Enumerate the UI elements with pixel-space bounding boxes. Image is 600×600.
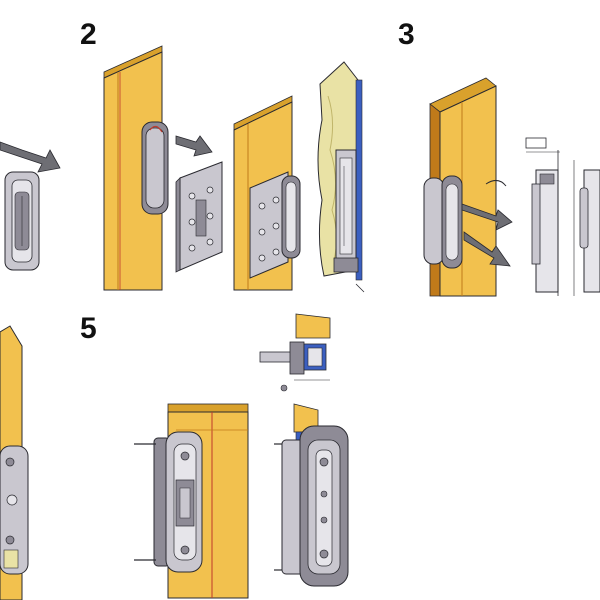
step-3-detail-b — [573, 160, 600, 296]
step-5-side-view — [274, 403, 349, 587]
step-1-group — [0, 141, 61, 271]
step-5-front-hinge — [134, 431, 203, 573]
step-2-side-view — [317, 61, 365, 293]
step-3-arrow-upper — [461, 203, 513, 231]
step-2-group: 2 — [80, 18, 365, 293]
step-5-number: 5 — [80, 312, 97, 345]
step-3-arrow-lower — [463, 231, 511, 267]
step-3-detail-a — [525, 137, 560, 296]
step-2-frame-board — [103, 45, 169, 291]
step-5-group: 5 — [80, 312, 349, 599]
step-1-hinge-part — [4, 171, 40, 271]
step-4-group — [0, 325, 29, 600]
step-3-group: 3 — [398, 18, 600, 297]
step-3-number: 3 — [398, 18, 415, 51]
step-3-hinge — [423, 175, 463, 269]
step-3-rotation-mark — [485, 180, 507, 187]
step-2-mounting-plate — [175, 161, 223, 273]
step-4-hinge — [0, 445, 29, 575]
step-1-arrow — [0, 141, 61, 173]
step-2-board-installed — [233, 95, 301, 291]
step-2-number: 2 — [80, 18, 97, 51]
step-2-arrow — [175, 135, 213, 157]
step-5-top-detail — [259, 313, 331, 392]
